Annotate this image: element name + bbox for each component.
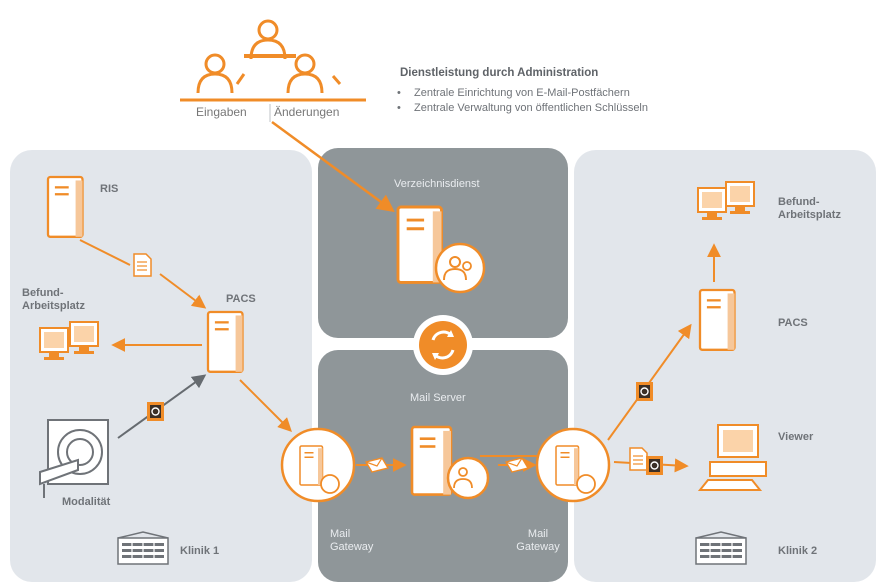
gateway-left-label: Mail Gateway <box>330 528 374 553</box>
directory-people-badge-icon <box>434 242 486 294</box>
input-label: Eingaben <box>196 105 247 119</box>
pacs2-server-icon <box>698 288 736 351</box>
mri-scanner-icon <box>39 419 109 498</box>
ris-line <box>79 239 131 266</box>
directory-panel <box>318 148 568 338</box>
people-icon <box>196 19 342 95</box>
clinic2-label: Klinik 2 <box>778 545 818 557</box>
admin-title: Dienstleistung durch Administration <box>400 67 599 79</box>
admin-list: Zentrale Einrichtung von E-Mail-Postfäch… <box>392 86 648 116</box>
key-badge-icon <box>146 401 165 422</box>
change-label: Änderungen <box>274 105 340 119</box>
pacs-server-icon <box>206 310 244 373</box>
key-badge-icon <box>645 455 664 476</box>
document-icon <box>133 253 152 277</box>
viewer-label: Viewer <box>778 431 814 443</box>
pacs2-label: PACS <box>778 317 808 329</box>
workstation2-label: Befund- Arbeitsplatz <box>778 196 841 221</box>
sync-icon <box>413 315 473 375</box>
clinic1-label: Klinik 1 <box>180 545 220 557</box>
ris-to-pacs-arrow <box>159 273 207 309</box>
gateway-right-label: Mail Gateway <box>516 528 560 553</box>
pacs-to-gateway-arrow <box>239 379 292 432</box>
mail-server-badge-icon <box>446 456 490 500</box>
admin-list-item: Zentrale Einrichtung von E-Mail-Postfäch… <box>392 86 648 101</box>
mail-server-icon <box>410 425 453 496</box>
mailserver-label: Mail Server <box>410 392 466 404</box>
ris-label: RIS <box>100 183 119 195</box>
workstation1-label: Befund- Arbeitsplatz <box>22 287 85 312</box>
modality-label: Modalität <box>62 496 111 508</box>
document-icon <box>629 447 648 471</box>
gateway-left-icon <box>280 427 356 503</box>
admin-list-item: Zentrale Verwaltung von öffentlichen Sch… <box>392 101 648 116</box>
pacs1-label: PACS <box>226 293 256 305</box>
ris-server-icon <box>46 175 84 238</box>
key-badge-icon <box>635 381 654 402</box>
viewer-monitor-icon <box>697 424 767 491</box>
admin-to-directory-arrow <box>271 120 395 213</box>
directory-label: Verzeichnisdienst <box>394 178 480 190</box>
gateway-right-icon <box>535 427 611 503</box>
